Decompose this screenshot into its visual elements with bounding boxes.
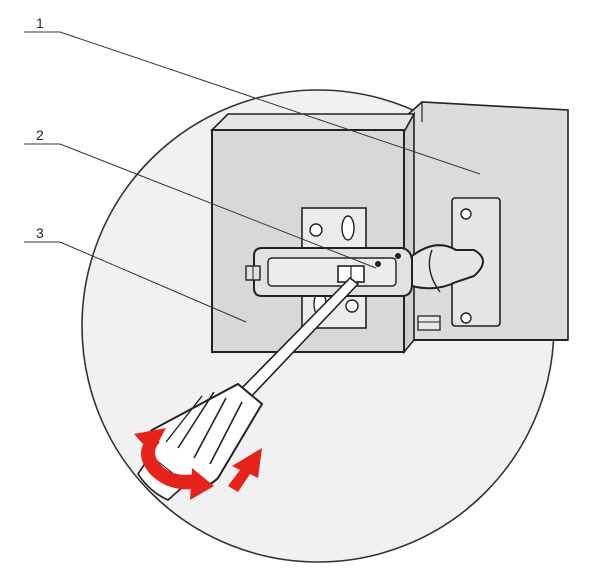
push-arrow-icon — [228, 448, 262, 492]
callout-label-1: 1 — [36, 15, 44, 31]
cabinet-panel — [403, 101, 569, 341]
callout-leaders — [24, 31, 481, 323]
hinge-arm — [245, 244, 484, 297]
callout-label-2: 2 — [36, 127, 44, 143]
callout-label-3: 3 — [36, 225, 44, 241]
rotate-arrow-icon — [134, 428, 214, 500]
